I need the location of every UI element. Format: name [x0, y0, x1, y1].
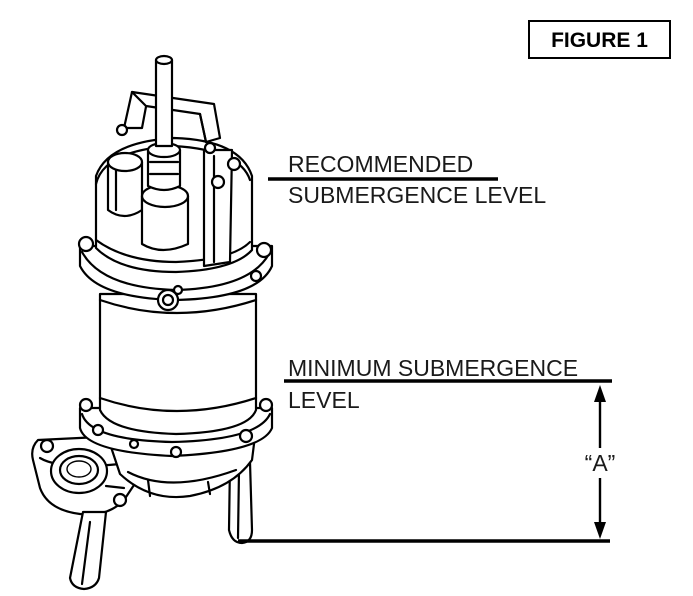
cord-entry: [140, 54, 190, 252]
pump-illustration: [31, 54, 274, 591]
recommended-label-line2: SUBMERGENCE LEVEL: [288, 182, 546, 208]
right-leg: [227, 460, 254, 545]
left-leg: [68, 510, 108, 591]
motor-housing: [98, 292, 258, 436]
figure-label: FIGURE 1: [551, 29, 648, 52]
float-switch: [106, 151, 144, 218]
minimum-level: MINIMUM SUBMERGENCE LEVEL: [284, 355, 612, 413]
dimension-a-label: “A”: [585, 450, 616, 476]
arrow-down-icon: [594, 522, 606, 539]
minimum-label-line1: MINIMUM SUBMERGENCE: [288, 355, 578, 381]
dimension-a: “A”: [585, 385, 616, 539]
arrow-up-icon: [594, 385, 606, 402]
recommended-label-line1: RECOMMENDED: [288, 151, 473, 177]
figure-label-box: FIGURE 1: [528, 20, 671, 59]
minimum-label-line2: LEVEL: [288, 387, 360, 413]
junction-box: [202, 148, 242, 268]
lifting-handle: [115, 90, 222, 155]
recommended-level: RECOMMENDED SUBMERGENCE LEVEL: [268, 151, 546, 208]
